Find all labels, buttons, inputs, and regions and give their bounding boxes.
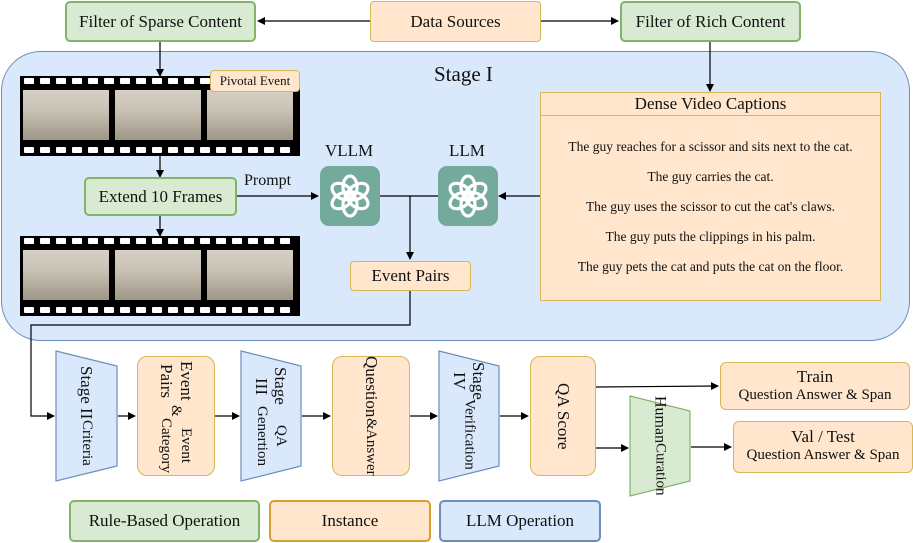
filter-rich-box: Filter of Rich Content — [620, 1, 801, 42]
event-pairs-category-line1: Event Pairs — [157, 361, 196, 401]
train-subtitle: Question Answer & Span — [738, 387, 892, 403]
filter-sparse-box: Filter of Sparse Content — [65, 1, 256, 42]
stage2-shape — [55, 350, 118, 482]
question-answer-box: Question & Answer — [332, 356, 410, 476]
llm-openai-icon — [438, 166, 498, 226]
pivotal-event-label: Pivotal Event — [219, 73, 291, 88]
train-box: Train Question Answer & Span — [720, 362, 910, 410]
stage1-title: Stage I — [434, 62, 493, 86]
dense-captions-header: Dense Video Captions — [541, 93, 880, 116]
human-curation-shape — [629, 395, 691, 497]
stage2-subtitle: Criteria — [79, 419, 95, 466]
event-pairs-category-line3: Event Category — [158, 418, 194, 474]
pivotal-event-tag: Pivotal Event — [210, 70, 300, 92]
human-curation-line2: Curation — [652, 443, 669, 496]
video-frame — [115, 250, 201, 300]
extend-frames-box: Extend 10 Frames — [84, 177, 237, 216]
caption-line: The guy puts the clippings in his palm. — [605, 229, 816, 244]
stage4-subtitle: Verification — [461, 399, 478, 471]
video-frame — [207, 250, 293, 300]
video-frame — [115, 90, 201, 140]
filter-rich-label: Filter of Rich Content — [635, 11, 786, 31]
legend-instance-label: Instance — [321, 511, 379, 530]
film-strip-top — [20, 76, 300, 156]
stage2-label: Stage II Criteria — [56, 366, 117, 466]
sprocket-holes-top — [24, 78, 290, 153]
stage3-label: Stage III QA Genertion — [241, 366, 301, 466]
legend-llm-operation: LLM Operation — [439, 500, 601, 542]
legend-instance: Instance — [269, 500, 431, 542]
caption-line: The guy uses the scissor to cut the cat'… — [585, 199, 836, 214]
caption-line: The guy carries the cat. — [647, 169, 774, 184]
film-strip-bottom — [20, 236, 300, 316]
llm-label: LLM — [449, 141, 485, 160]
qa-score-label: QA Score — [554, 382, 573, 450]
openai-knot-icon — [330, 174, 370, 218]
data-sources-label: Data Sources — [410, 11, 501, 31]
question-answer-line3: Answer — [363, 429, 379, 476]
video-frame — [23, 90, 109, 140]
train-title: Train — [796, 367, 834, 386]
caption-line: The guy pets the cat and puts the cat on… — [577, 259, 844, 274]
question-answer-line2: & — [363, 417, 379, 430]
vllm-label: VLLM — [325, 141, 374, 160]
qa-score-box: QA Score — [530, 356, 596, 476]
question-answer-line1: Question — [362, 356, 381, 418]
stage4-shape — [438, 350, 500, 482]
stage4-label: Stage IV Verification — [439, 362, 499, 471]
valtest-subtitle: Question Answer & Span — [746, 447, 900, 463]
event-pairs-category-line2: & — [168, 405, 184, 417]
legend-rule-based-label: Rule-Based Operation — [88, 511, 241, 530]
sprocket-holes-bottom — [24, 238, 290, 313]
event-pairs-box: Event Pairs — [350, 261, 471, 291]
event-pairs-category-box: Event Pairs & Event Category — [137, 356, 215, 476]
video-frame — [23, 250, 109, 300]
event-pairs-label: Event Pairs — [371, 266, 450, 285]
openai-knot-icon — [448, 174, 488, 218]
filter-sparse-label: Filter of Sparse Content — [79, 11, 242, 31]
legend-rule-based: Rule-Based Operation — [69, 500, 260, 542]
stage3-subtitle: QA Genertion — [254, 406, 289, 466]
stage3-title: Stage III — [252, 367, 290, 405]
video-frame — [207, 90, 293, 140]
extend-frames-label: Extend 10 Frames — [98, 186, 223, 206]
dense-captions-title: Dense Video Captions — [634, 94, 787, 113]
human-curation-label: Human Curation — [630, 396, 690, 496]
dense-captions-panel: Dense Video Captions The guy reaches for… — [540, 92, 881, 301]
prompt-label: Prompt — [244, 172, 292, 189]
human-curation-line1: Human — [651, 396, 669, 444]
caption-line: The guy reaches for a scissor and sits n… — [568, 139, 853, 154]
stage3-shape — [240, 350, 302, 482]
data-sources-box: Data Sources — [370, 1, 541, 42]
legend-llm-operation-label: LLM Operation — [465, 511, 575, 530]
stage2-title: Stage II — [77, 366, 96, 420]
vllm-openai-icon — [320, 166, 380, 226]
stage4-title: Stage IV — [450, 361, 488, 400]
valtest-title: Val / Test — [791, 427, 855, 446]
valtest-box: Val / Test Question Answer & Span — [733, 421, 913, 473]
